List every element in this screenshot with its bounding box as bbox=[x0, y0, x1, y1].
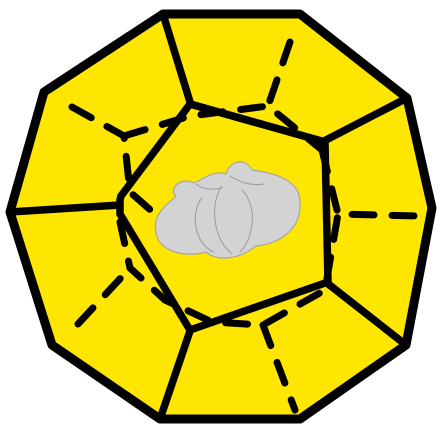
dodecahedron-diagram bbox=[0, 0, 440, 433]
diagram-canvas bbox=[0, 0, 440, 433]
